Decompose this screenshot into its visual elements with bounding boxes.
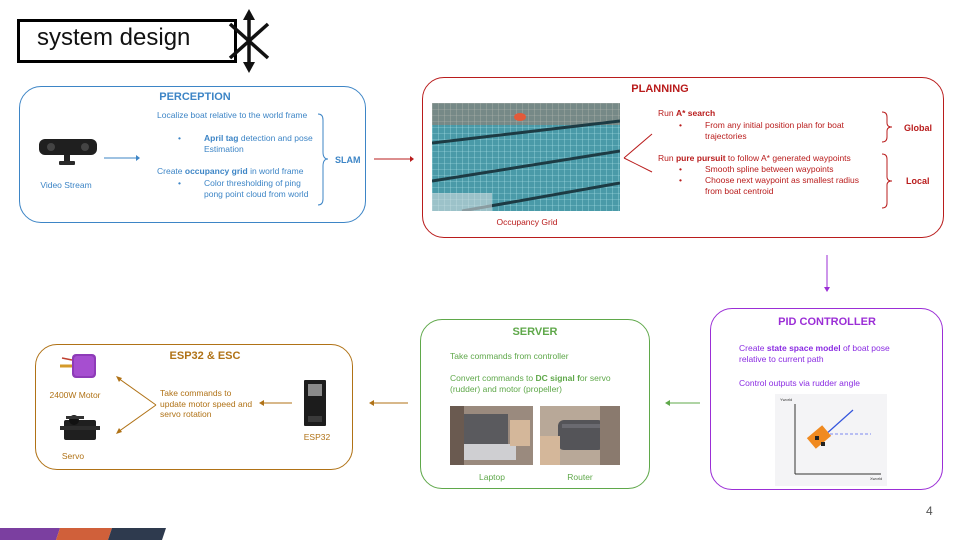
arrow-server-to-esp (369, 400, 408, 406)
local-label: Local (906, 176, 930, 186)
esp-fork-arrows (116, 376, 157, 434)
esp-box (35, 344, 353, 470)
arrow-camera-to-perception (104, 155, 140, 161)
perception-bullet2: Color thresholding of ping pong point cl… (178, 178, 316, 199)
esp-text: Take commands to update motor speed and … (160, 388, 253, 419)
perception-line1: Localize boat relative to the world fram… (157, 110, 308, 120)
pp-bullet1: Smooth spline between waypoints (679, 164, 875, 175)
laptop-caption: Laptop (479, 472, 505, 482)
plot-xlabel: Xworld (870, 476, 883, 481)
server-heading: SERVER (512, 326, 558, 338)
plot-ylabel: Yworld (780, 397, 793, 402)
perception-box (19, 86, 366, 223)
server-line1: Take commands from controller (450, 351, 569, 361)
page-title: system design (37, 24, 191, 51)
servo-caption: Servo (61, 451, 85, 461)
slam-label: SLAM (335, 155, 361, 165)
esp32-board-image (304, 380, 326, 426)
servo-image (60, 415, 100, 440)
perception-bullet1: April tag detection and pose Estimation (178, 133, 314, 154)
esp32-caption: ESP32 (303, 432, 331, 442)
perception-line2: Create occupancy grid in world frame (157, 166, 304, 176)
title-box (17, 19, 237, 63)
router-caption: Router (567, 472, 593, 482)
laptop-image (450, 406, 533, 465)
router-image (540, 406, 620, 465)
esp-heading: ESP32 & ESC (169, 350, 241, 362)
perception-heading: PERCEPTION (159, 91, 231, 103)
local-brace (881, 153, 893, 209)
planning-box (422, 77, 944, 238)
arrow-planning-to-pid (824, 255, 830, 292)
server-line2: Convert commands to DC signal for servo … (450, 373, 611, 394)
occupancy-grid-caption: Occupancy Grid (496, 217, 558, 227)
arrow-pid-to-server (665, 400, 700, 406)
anchor-icon (228, 9, 270, 73)
pid-heading: PID CONTROLLER (778, 316, 876, 328)
state-space-plot (775, 394, 887, 486)
camera-image (39, 139, 97, 165)
astar-line: Run A* search (658, 108, 716, 118)
pp-bullet2: Choose next waypoint as smallest radius … (679, 175, 875, 196)
pure-pursuit-line: Run pure pursuit to follow A* generated … (658, 153, 851, 163)
planning-heading: PLANNING (631, 83, 689, 95)
astar-bullet: From any initial position plan for boat … (679, 120, 865, 141)
pid-line2: Control outputs via rudder angle (739, 378, 860, 388)
server-box (420, 319, 650, 489)
motor-image (60, 354, 96, 378)
occupancy-grid-image (432, 103, 620, 211)
arrow-perception-to-planning (374, 156, 414, 162)
global-brace (881, 111, 893, 143)
footer-bar (0, 528, 166, 540)
motor-caption: 2400W Motor (49, 390, 101, 400)
planning-fork-arrows (623, 133, 653, 173)
arrow-esp32-to-text (259, 400, 292, 406)
pid-box (710, 308, 943, 490)
page-number: 4 (926, 504, 933, 518)
slam-brace (317, 113, 329, 206)
global-label: Global (904, 123, 933, 133)
pid-line1: Create state space model of boat pose re… (739, 343, 890, 364)
camera-caption: Video Stream (40, 180, 92, 190)
